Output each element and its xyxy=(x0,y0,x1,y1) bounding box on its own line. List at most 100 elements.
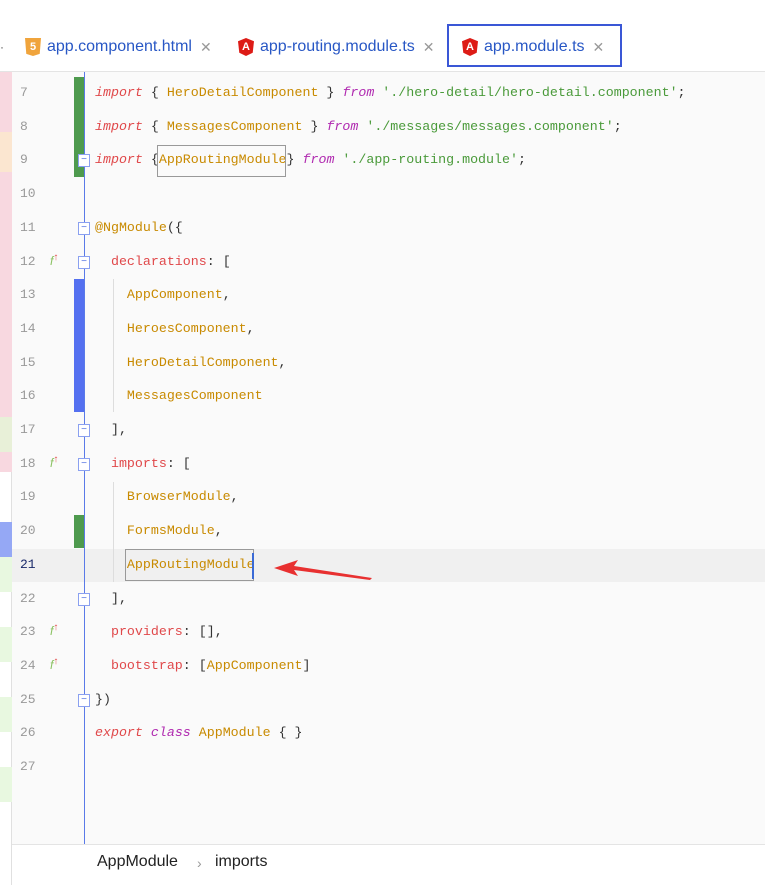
line-number: 19 xyxy=(20,489,36,505)
indent-guide xyxy=(113,482,114,582)
token-kw2: from xyxy=(326,118,359,134)
angular-icon: A xyxy=(462,38,478,56)
highlight-box xyxy=(125,549,254,581)
token-pun: , xyxy=(214,523,223,539)
close-icon[interactable]: ✕ xyxy=(422,38,435,55)
breadcrumb-item-appmodule[interactable]: AppModule xyxy=(97,853,178,870)
function-gutter-icon[interactable]: f↑ xyxy=(50,656,59,672)
tab-label: app-routing.module.ts xyxy=(260,38,415,55)
line-number: 24 xyxy=(20,657,36,673)
code-text: HeroDetailComponent, xyxy=(95,355,287,370)
code-line[interactable]: 14 HeroesComponent, xyxy=(12,313,765,346)
token-pun xyxy=(191,725,199,740)
token-pun: { xyxy=(142,118,167,134)
close-icon[interactable]: ✕ xyxy=(592,38,605,55)
token-id: AppComponent xyxy=(206,657,303,673)
editor-tab-bar: 5 app.component.html ✕ A app-routing.mod… xyxy=(0,22,765,72)
token-pun: } xyxy=(302,118,327,134)
text-caret xyxy=(252,553,254,579)
token-pun: , xyxy=(222,287,231,303)
token-id: MessagesComponent xyxy=(126,388,263,404)
marker xyxy=(0,697,12,732)
token-prop: bootstrap xyxy=(110,657,183,673)
code-line[interactable]: 20 FormsModule, xyxy=(12,515,765,548)
close-icon[interactable]: ✕ xyxy=(199,38,212,55)
tab-app-module-ts[interactable]: A app.module.ts ✕ xyxy=(462,34,612,60)
fold-icon[interactable]: − xyxy=(78,694,90,707)
function-gutter-icon[interactable]: f↑ xyxy=(50,454,59,470)
code-line[interactable]: 19 BrowserModule, xyxy=(12,481,765,514)
fold-icon[interactable]: − xyxy=(78,424,90,437)
token-pun: : [ xyxy=(166,455,191,471)
line-number: 9 xyxy=(20,152,28,168)
html5-icon: 5 xyxy=(25,38,41,56)
line-number: 21 xyxy=(20,556,36,572)
added-lines-marker xyxy=(74,515,84,548)
token-pun: { xyxy=(142,152,159,168)
token-pun xyxy=(95,254,111,269)
fold-icon[interactable]: − xyxy=(78,222,90,235)
code-line[interactable]: 18 imports: [ xyxy=(12,448,765,481)
code-line[interactable]: 24 bootstrap: [AppComponent] xyxy=(12,650,765,683)
code-text: import { MessagesComponent } from './mes… xyxy=(95,119,622,134)
code-line[interactable]: 22 ], xyxy=(12,583,765,616)
marker xyxy=(0,72,12,472)
function-gutter-icon[interactable]: f↑ xyxy=(50,622,59,638)
indent-guide xyxy=(113,279,114,412)
code-line[interactable]: 13 AppComponent, xyxy=(12,279,765,312)
line-number: 27 xyxy=(20,759,36,774)
code-line[interactable]: 27 xyxy=(12,751,765,784)
token-pun: } xyxy=(286,152,303,168)
code-line[interactable]: 23 providers: [], xyxy=(12,616,765,649)
angular-icon: A xyxy=(238,38,254,56)
line-number: 25 xyxy=(20,691,36,707)
token-pun xyxy=(95,456,111,471)
token-pun: ] xyxy=(302,657,311,673)
code-line[interactable]: 9 import {AppRoutingModule} from './app-r… xyxy=(12,144,765,177)
code-line[interactable]: 12 declarations: [ xyxy=(12,246,765,279)
token-pun: } xyxy=(318,85,343,100)
token-pun: , xyxy=(278,354,287,370)
annotation-arrow-icon xyxy=(274,560,372,580)
token-id: AppRoutingModule xyxy=(158,152,287,168)
code-line[interactable]: 16 MessagesComponent xyxy=(12,380,765,413)
code-line[interactable]: 21 AppRoutingModule xyxy=(12,548,765,582)
code-text: import {AppRoutingModule} from './app-ro… xyxy=(95,152,526,167)
fold-icon[interactable]: − xyxy=(78,458,90,471)
tab-app-routing-module-ts[interactable]: A app-routing.module.ts ✕ xyxy=(238,34,443,60)
token-pun: : [], xyxy=(182,624,223,640)
token-kw2: class xyxy=(150,725,191,741)
code-line[interactable]: 11@NgModule({ xyxy=(12,212,765,245)
token-pun: , xyxy=(246,320,255,336)
fold-icon[interactable]: − xyxy=(78,593,90,606)
token-pun xyxy=(95,489,127,504)
token-pun: { } xyxy=(270,725,303,741)
fold-icon[interactable]: − xyxy=(78,256,90,269)
token-pun: , xyxy=(230,489,239,505)
token-pun: : [ xyxy=(206,253,231,269)
token-id: AppModule xyxy=(198,725,271,741)
marker xyxy=(0,627,12,662)
code-text: declarations: [ xyxy=(95,254,231,269)
tab-app-component-html[interactable]: 5 app.component.html ✕ xyxy=(25,34,230,60)
code-line[interactable]: 17 ], xyxy=(12,414,765,447)
token-pun: { xyxy=(142,85,167,100)
code-text: ], xyxy=(95,422,127,437)
line-number: 11 xyxy=(20,219,36,235)
code-line[interactable]: 15 HeroDetailComponent, xyxy=(12,347,765,380)
annotation-highlight-box xyxy=(447,24,622,67)
code-line[interactable]: 25}) xyxy=(12,684,765,717)
function-gutter-icon[interactable]: f↑ xyxy=(50,252,59,268)
token-prop: imports xyxy=(110,455,167,471)
line-number: 14 xyxy=(20,320,36,336)
fold-icon[interactable]: − xyxy=(78,154,90,167)
token-id: HeroDetailComponent xyxy=(126,354,279,370)
breadcrumb-item-imports[interactable]: imports xyxy=(215,853,268,870)
line-number: 12 xyxy=(20,253,36,269)
code-line[interactable]: 10 xyxy=(12,178,765,211)
token-str: './app-routing.module' xyxy=(334,152,518,168)
